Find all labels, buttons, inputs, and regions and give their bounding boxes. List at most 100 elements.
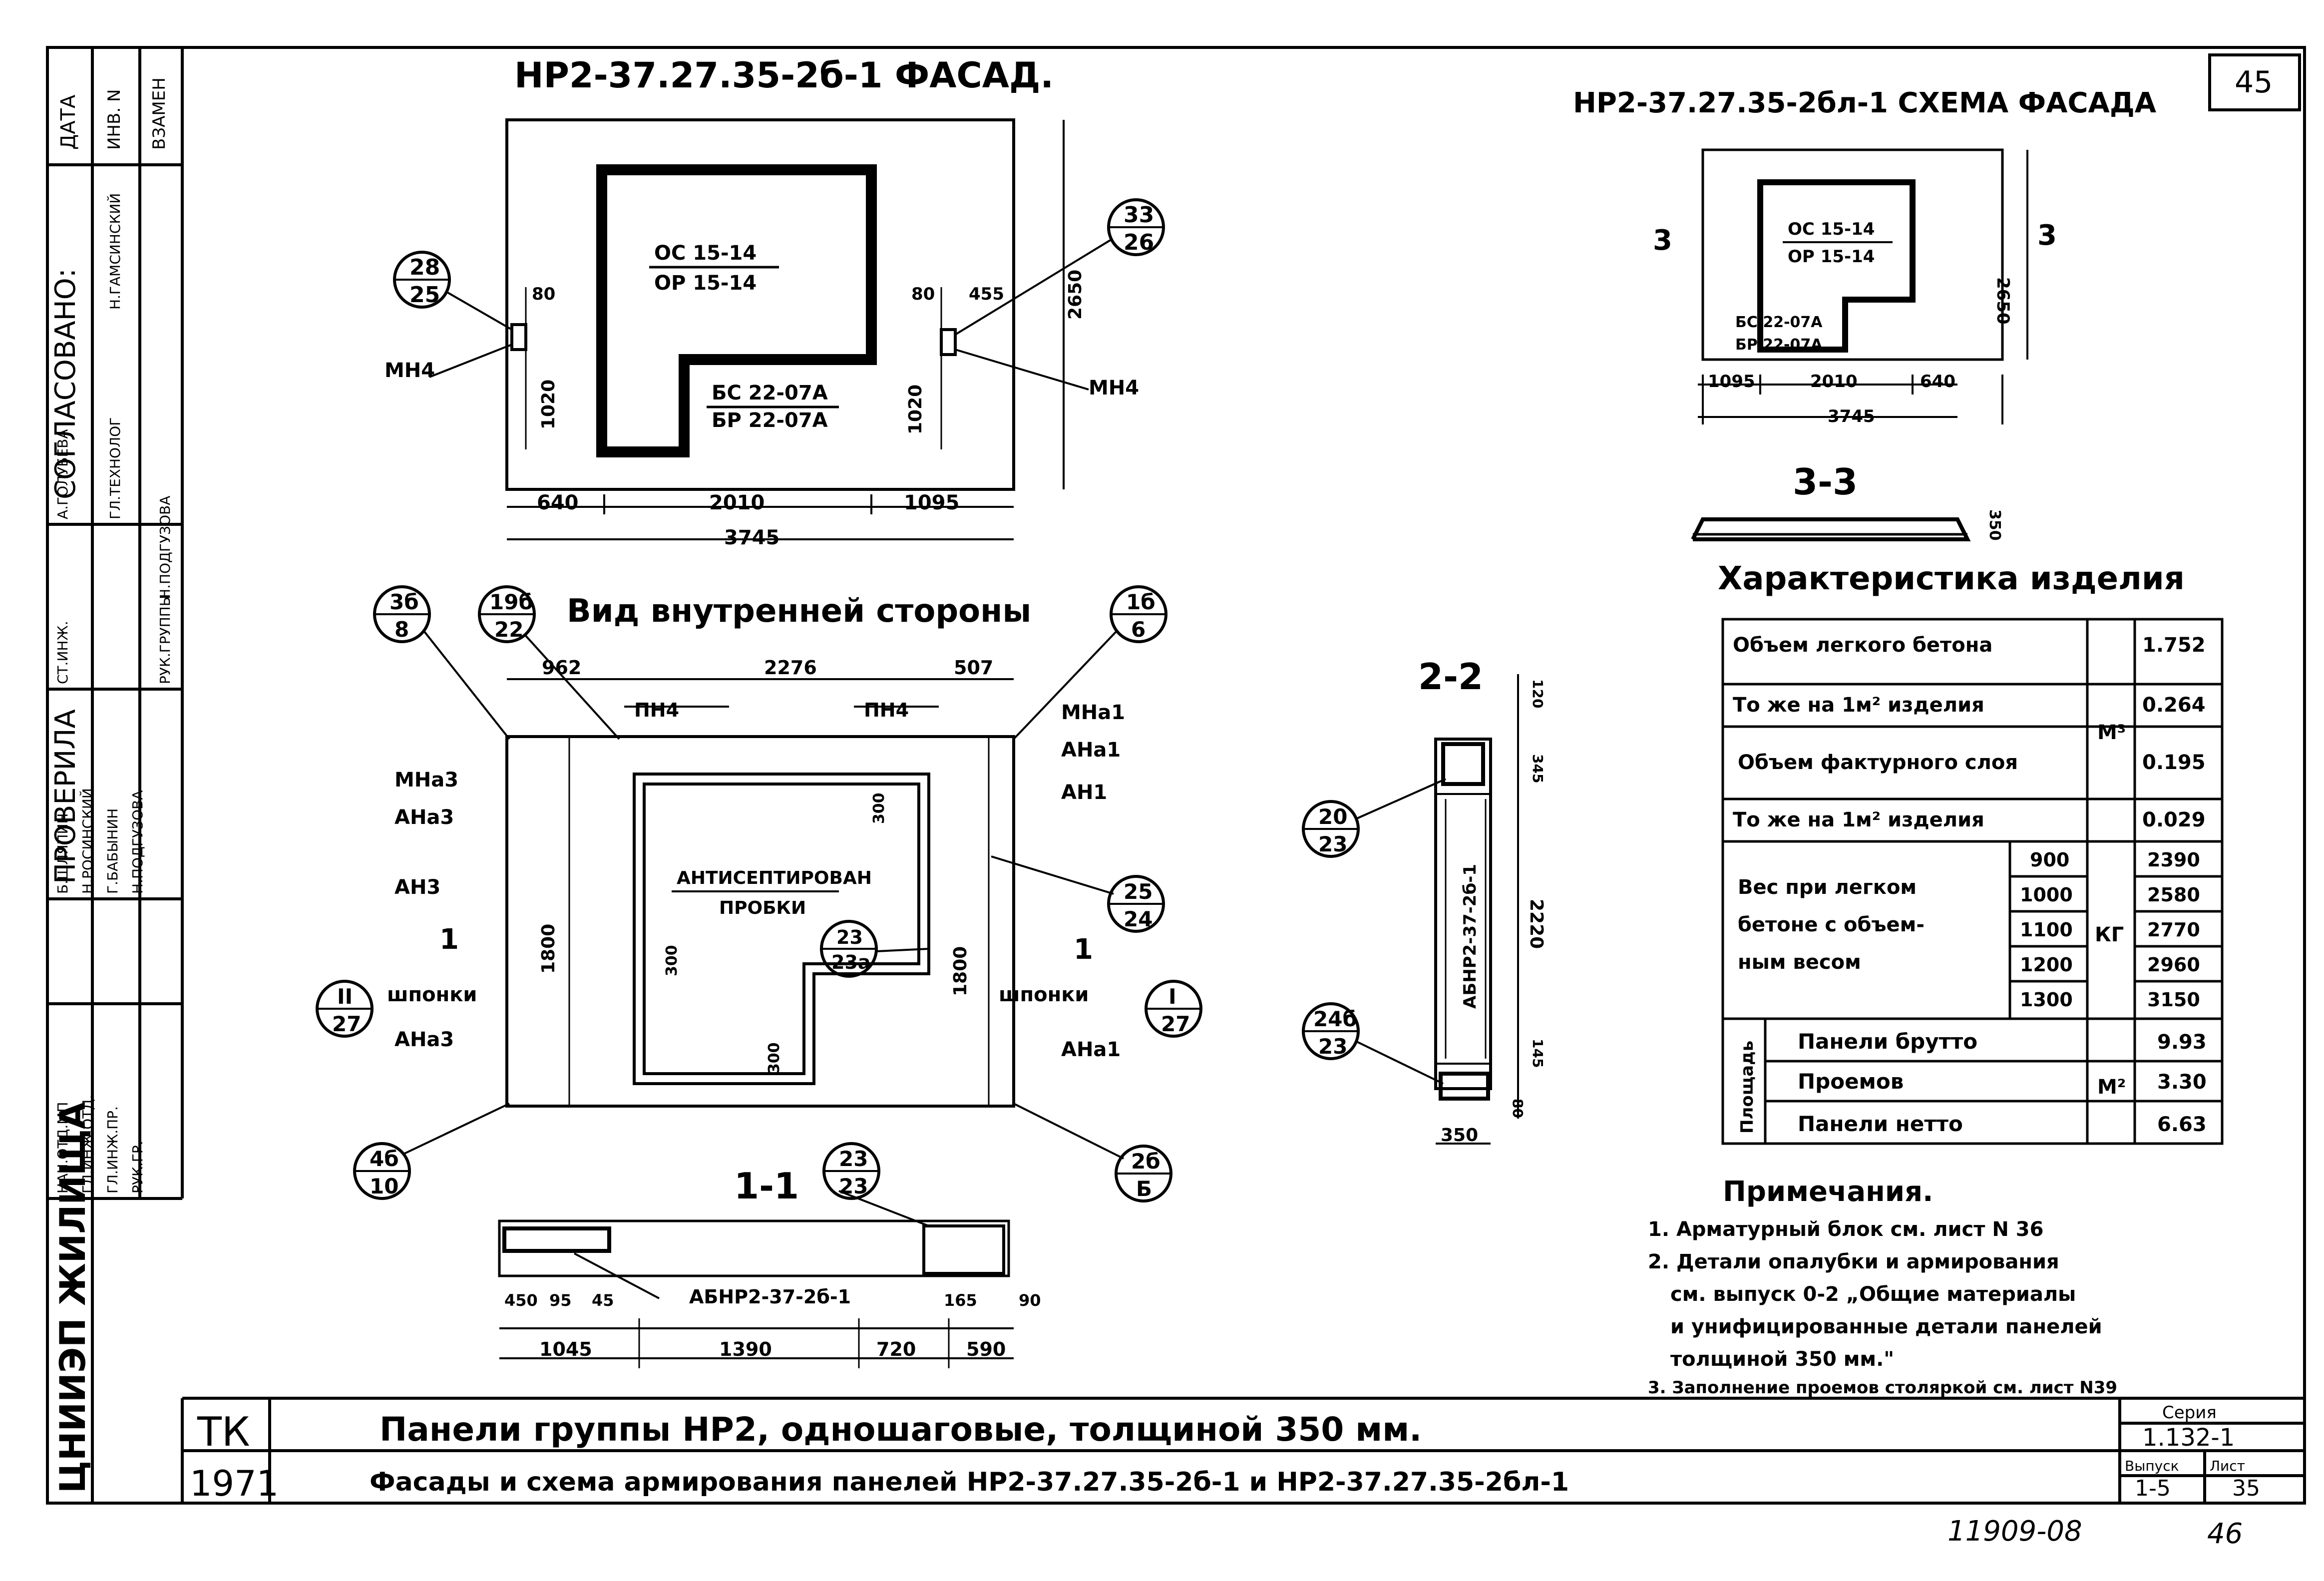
density-1100: 1100	[2020, 919, 2073, 941]
weight-3150: 3150	[2147, 989, 2200, 1011]
dim-95: 95	[549, 1291, 572, 1310]
scheme-title: НР2-37.27.35-2бл-1 СХЕМА ФАСАДА	[1573, 87, 2157, 119]
weight-label-1: Вес при легком	[1738, 876, 1917, 899]
inner-panel	[505, 735, 1015, 1108]
dim-2010: 2010	[709, 491, 765, 514]
dim-2220: 2220	[1526, 899, 1547, 949]
dim-80-left: 80	[532, 284, 555, 304]
facade-scheme: НР2-37.27.35-2бл-1 СХЕМА ФАСАДА ОС 15-14…	[1573, 87, 2157, 541]
area-net-value: 6.63	[2157, 1113, 2207, 1136]
dim-1045: 1045	[539, 1338, 592, 1360]
callout-19b-top: 19б	[489, 590, 533, 614]
facade-panel	[505, 118, 1015, 491]
note-3: 3. Заполнение проемов столяркой см. лист…	[1648, 1378, 2117, 1398]
dim-1095: 1095	[904, 491, 959, 514]
area-openings-label: Проемов	[1798, 1069, 1904, 1094]
note-2-cont-3: толщиной 350 мм."	[1670, 1348, 1894, 1371]
area-label: Площадь	[1737, 1041, 1757, 1134]
unit-volume: М³	[2097, 721, 2126, 744]
inner-title: Вид внутренней стороны	[567, 593, 1031, 630]
title-block: ТК 1971 Панели группы НР2, одношаговые, …	[52, 1102, 2260, 1504]
row-facture-m2-value: 0.029	[2142, 808, 2206, 831]
callout-19b-bottom: 22	[494, 617, 523, 642]
callout-23-top: 23	[836, 926, 863, 948]
series-label: Серия	[2162, 1403, 2217, 1423]
stamp-pos-2: ГЛ.ИНЖ.ОТД.	[79, 1095, 96, 1193]
sheet-frame	[46, 46, 2306, 1505]
door-top-mark: БС 22-07А	[712, 382, 828, 404]
issue-number: 1-5	[2135, 1476, 2171, 1501]
label-ana3-bottom: АНа3	[394, 1028, 454, 1051]
note-2-cont-2: и унифицированные детали панелей	[1670, 1315, 2102, 1338]
label-shponki-right: шпонки	[999, 983, 1089, 1006]
callout-33-top: 33	[1124, 202, 1154, 228]
notes: Примечания. 1. Арматурный блок см. лист …	[1648, 1176, 2117, 1398]
label-probki: ПРОБКИ	[719, 898, 806, 918]
section-1-1: 1-1 АБНР2-37-2б-1 23 23 450 95 45 165 90…	[498, 1142, 1041, 1368]
section-22-callout-24b-bottom: 23	[1318, 1034, 1347, 1059]
callout-II-bottom: 27	[332, 1012, 361, 1036]
density-1000: 1000	[2020, 884, 2073, 906]
dim-300-a: 300	[870, 792, 888, 824]
weight-label-3: ным весом	[1738, 951, 1861, 974]
section-22-callout-20-top: 20	[1318, 804, 1347, 829]
note-2: 2. Детали опалубки и армирования	[1648, 1250, 2059, 1273]
scheme-dim-640: 640	[1920, 372, 1955, 392]
page-number: 45	[2235, 65, 2273, 100]
dim-300-c: 300	[766, 1042, 783, 1074]
dim-80-section: 80	[1510, 1099, 1526, 1118]
row-volume-m2-label: То же на 1м² изделия	[1733, 694, 1984, 717]
stamp-name-4: Н.ПОДГУЗОВА	[129, 790, 146, 894]
area-gross-value: 9.93	[2157, 1031, 2207, 1054]
dim-3745: 3745	[724, 526, 779, 549]
callout-25-bottom: 24	[1124, 907, 1153, 931]
stamp-name-6: Н.ПОДГУЗОВА	[157, 496, 173, 599]
label-pn4-a: ПН4	[634, 699, 679, 721]
section-11-label: АБНР2-37-2б-1	[689, 1286, 851, 1308]
org-name: ЦНИИЭП ЖИЛИЩА	[52, 1102, 93, 1493]
density-1200: 1200	[2020, 954, 2073, 976]
dim-450: 450	[504, 1291, 538, 1310]
mark-mn4-right: МН4	[1089, 377, 1139, 399]
callout-4b-bottom: 10	[370, 1174, 398, 1198]
section-33-dim: 350	[1986, 509, 2003, 541]
callout-1b-top: 1б	[1126, 590, 1156, 614]
dim-1800-left: 1800	[538, 924, 559, 974]
scheme-window-top: ОС 15-14	[1788, 219, 1875, 239]
label-mna1: МНа1	[1061, 701, 1125, 724]
scheme-section-left: 3	[1653, 224, 1672, 257]
callout-23-bottom: 23а	[831, 951, 871, 973]
callout-1b-bottom: 6	[1131, 617, 1146, 642]
stamp-inv: ИНВ. N	[104, 89, 124, 150]
weight-2960: 2960	[2147, 954, 2200, 976]
section-22-label: АБНР2-37-2б-1	[1460, 864, 1480, 1009]
dim-1390: 1390	[719, 1338, 772, 1360]
note-1: 1. Арматурный блок см. лист N 36	[1648, 1218, 2043, 1241]
stamp-pos-6: РУК.ГРУППЫ	[157, 594, 173, 684]
callout-2b-bottom: Б	[1136, 1177, 1152, 1201]
stamp-name-7: Н.ГАМСИНСКИЙ	[106, 193, 123, 310]
characteristics-title: Характеристика изделия	[1718, 560, 2185, 597]
dim-45: 45	[592, 1291, 614, 1310]
row-volume-label: Объем легкого бетона	[1733, 634, 1992, 657]
stamp-pos-4: РУК.ГР.	[129, 1141, 146, 1193]
callout-I-bottom: 27	[1161, 1012, 1190, 1036]
dim-90: 90	[1019, 1291, 1041, 1310]
scheme-dim-3745: 3745	[1828, 406, 1875, 426]
section-22-callout-20-bottom: 23	[1318, 832, 1347, 856]
label-antiseptirovan: АНТИСЕПТИРОВАН	[677, 868, 872, 888]
dim-720: 720	[876, 1338, 916, 1360]
dim-145: 145	[1530, 1039, 1546, 1068]
scheme-window-bottom: ОР 15-14	[1788, 247, 1875, 267]
label-mna3: МНа3	[394, 769, 458, 791]
row-facture-value: 0.195	[2142, 751, 2206, 774]
title-line-2: Фасады и схема армирования панелей НР2-3…	[370, 1467, 1569, 1497]
series-number: 1.132-1	[2142, 1424, 2235, 1452]
callout-4b-top: 4б	[370, 1147, 399, 1171]
stamp-pos-7: ГЛ.ТЕХНОЛОГ	[107, 417, 123, 519]
row-volume-value: 1.752	[2142, 634, 2206, 657]
section-11-title: 1-1	[734, 1165, 799, 1207]
dim-640: 640	[537, 491, 579, 514]
archive-page: 46	[2207, 1518, 2243, 1550]
dim-345: 345	[1530, 754, 1546, 783]
